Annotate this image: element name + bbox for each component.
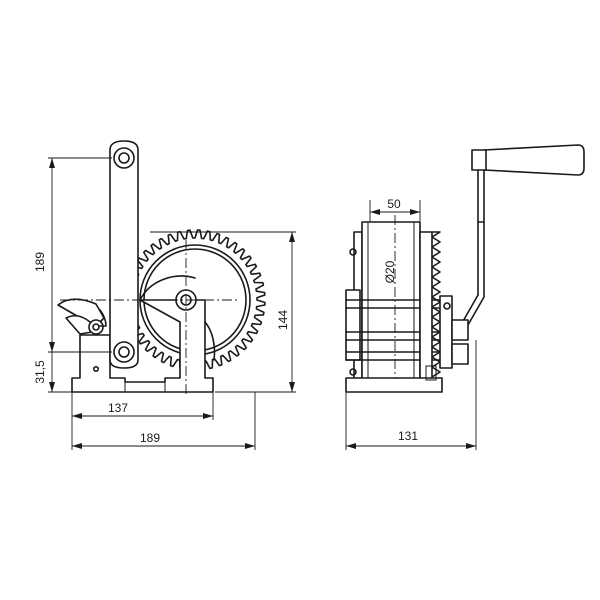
dim-drum-width: 50 [387, 197, 401, 211]
crank-handle [457, 144, 585, 333]
base-frame [71, 299, 214, 393]
dim-overall-width: 131 [398, 429, 418, 443]
dim-base-length: 137 [108, 401, 128, 415]
dim-drum-diameter: Ø20 [383, 260, 397, 283]
side-dimension-lines [48, 157, 296, 450]
front-view: 50 Ø20 131 [345, 144, 585, 450]
crank-arm [109, 140, 139, 369]
dim-side-height: 189 [33, 252, 47, 272]
dim-overall-length: 189 [140, 431, 160, 445]
side-view: 189 31,5 144 137 189 [33, 140, 296, 450]
pawl-lever [57, 298, 107, 335]
front-dimension-lines [345, 200, 477, 450]
dim-drum-height: 144 [276, 310, 290, 330]
dim-side-lower-height: 31,5 [33, 360, 47, 384]
drum-assembly [345, 215, 469, 395]
